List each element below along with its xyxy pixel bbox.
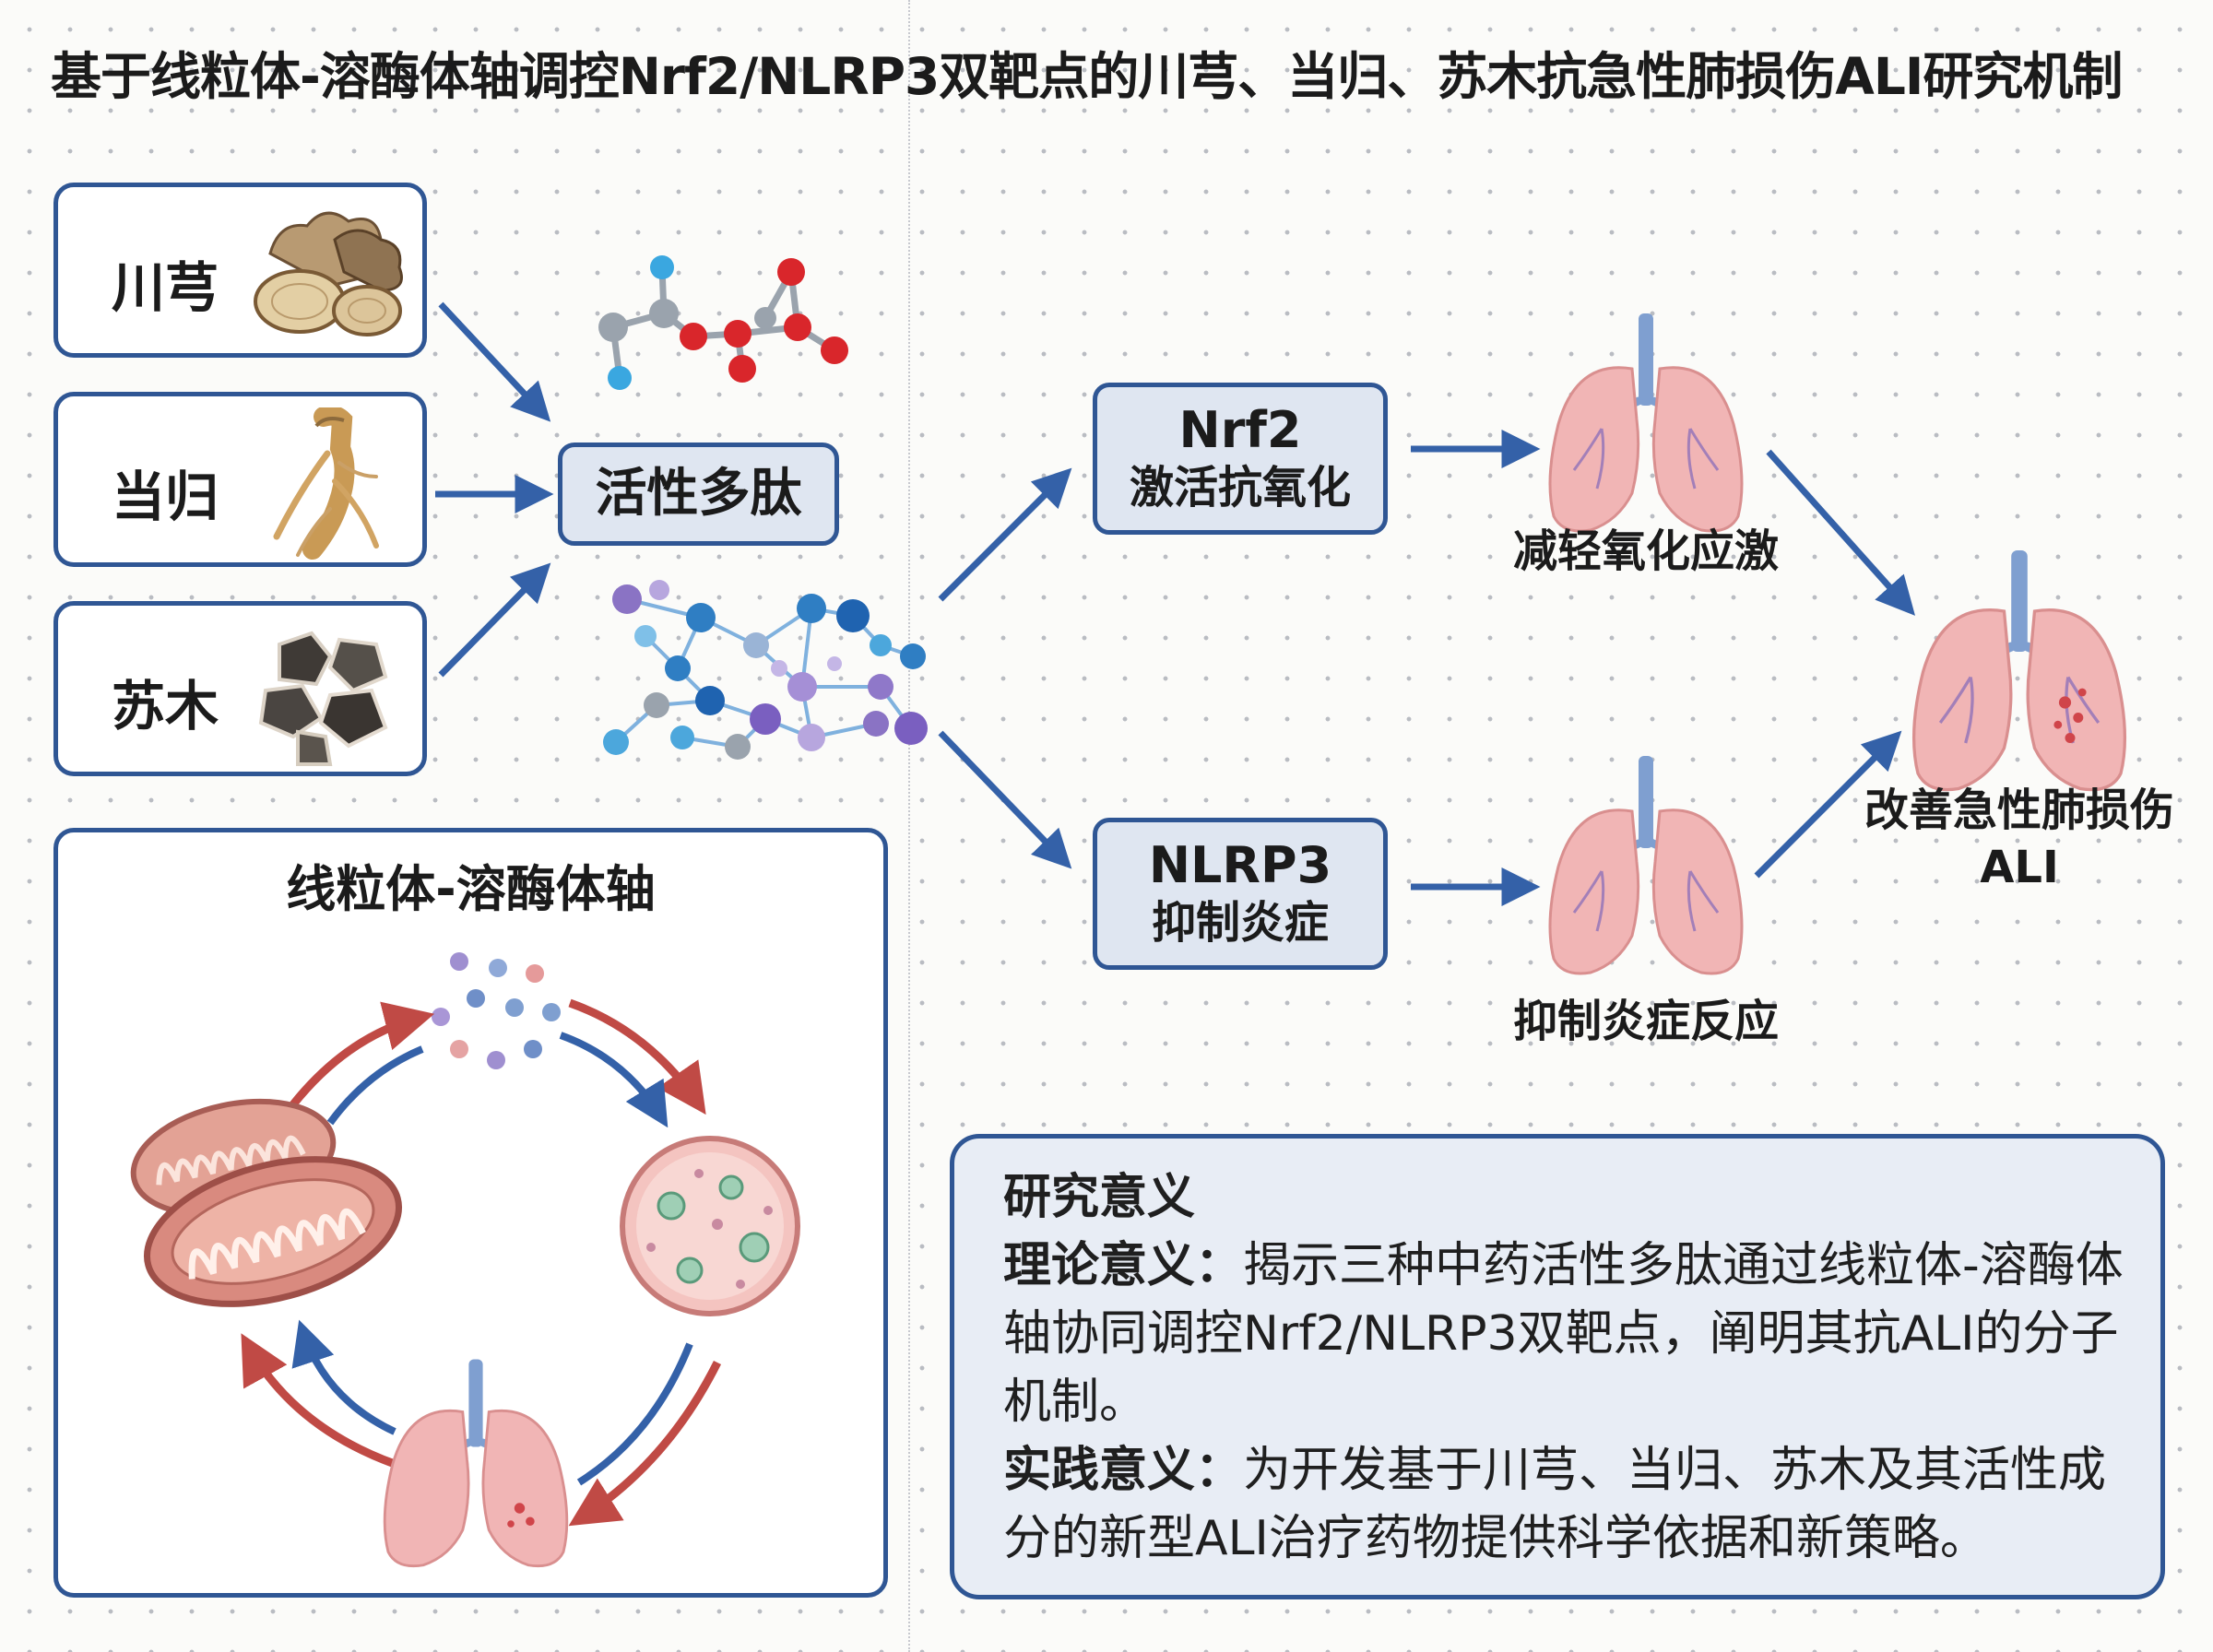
nrf2-name: Nrf2 — [1178, 401, 1302, 459]
herb-name: 川芎 — [112, 256, 219, 319]
arrow-peptide-to-nrf2 — [938, 467, 1072, 602]
theory-label: 理论意义： — [1003, 1238, 1244, 1293]
sumu-wood-icon — [258, 631, 388, 766]
mitochondria-icon — [130, 1098, 403, 1307]
small-molecule-icon — [598, 255, 848, 390]
outcome-line-1: 改善急性肺损伤 — [1864, 785, 2174, 836]
practice-text: 为开发基于川芎、当归、苏木及其活性成分的新型ALI治疗药物提供科学依据和新策略。 — [1003, 1443, 2107, 1566]
outcome-label: 改善急性肺损伤 ALI — [1844, 782, 2195, 896]
center-divider — [908, 0, 910, 1652]
theory-paragraph: 理论意义：揭示三种中药活性多肽通过线粒体-溶酶体轴协同调控Nrf2/NLRP3双… — [1003, 1232, 2147, 1436]
lung-outcome-icon — [1914, 550, 2125, 790]
practice-label: 实践意义： — [1003, 1443, 1244, 1498]
arrow-inflammation-to-outcome — [1754, 730, 1902, 879]
peptide-nodes — [603, 580, 928, 760]
herb-card-danggui: 当归 — [53, 392, 427, 567]
theory-text: 揭示三种中药活性多肽通过线粒体-溶酶体轴协同调控Nrf2/NLRP3双靶点，阐明… — [1003, 1238, 2124, 1430]
peptide-label: 活性多肽 — [595, 464, 802, 524]
nlrp3-name: NLRP3 — [1148, 836, 1332, 894]
significance-panel — [950, 1134, 2165, 1599]
chuanxiong-slices-icon — [254, 211, 403, 336]
arrow-oxidative-to-outcome — [1766, 449, 1915, 616]
lung-inflammation-icon — [1550, 756, 1742, 974]
peptide-node: 活性多肽 — [558, 442, 839, 546]
effect-inflammation-label: 抑制炎症反应 — [1512, 996, 1779, 1047]
herb-card-chuanxiong: 川芎 — [53, 183, 427, 358]
arrow-chuanxiong-to-peptide — [438, 301, 551, 422]
lysosome-icon — [620, 1136, 800, 1316]
danggui-root-icon — [273, 407, 379, 560]
particles-icon — [432, 952, 561, 1069]
effect-oxidative-label: 减轻氧化应激 — [1512, 525, 1779, 577]
arrow-peptide-to-nlrp3 — [938, 730, 1072, 869]
outcome-line-2: ALI — [1980, 842, 2059, 893]
nrf2-node: Nrf2 激活抗氧化 — [1093, 383, 1388, 535]
nrf2-action: 激活抗氧化 — [1129, 462, 1351, 513]
significance-heading: 研究意义 — [1003, 1170, 1196, 1225]
herb-name: 苏木 — [112, 675, 219, 738]
practice-paragraph: 实践意义：为开发基于川芎、当归、苏木及其活性成分的新型ALI治疗药物提供科学依据… — [1003, 1436, 2147, 1573]
nlrp3-node: NLRP3 抑制炎症 — [1093, 818, 1388, 970]
significance-text: 研究意义 理论意义：揭示三种中药活性多肽通过线粒体-溶酶体轴协同调控Nrf2/N… — [1003, 1163, 2147, 1573]
axis-lung-icon — [383, 1359, 569, 1568]
axis-title: 线粒体-溶酶体轴 — [286, 860, 656, 918]
page-title: 基于线粒体-溶酶体轴调控Nrf2/NLRP3双靶点的川芎、当归、苏木抗急性肺损伤… — [51, 47, 2123, 106]
axis-cycle-graphic — [130, 952, 800, 1568]
nlrp3-action: 抑制炎症 — [1151, 897, 1329, 949]
lung-oxidative-icon — [1550, 313, 1742, 531]
arrow-sumu-to-peptide — [438, 562, 551, 678]
herb-card-sumu: 苏木 — [53, 601, 427, 776]
herb-name: 当归 — [112, 466, 219, 528]
